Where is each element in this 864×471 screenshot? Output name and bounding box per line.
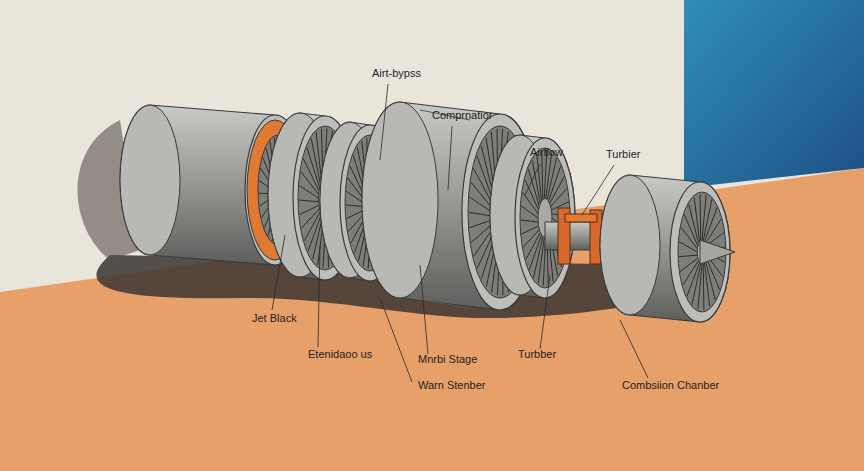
engine-casing [490, 135, 575, 298]
casing-rim [362, 102, 438, 298]
part-label: Comprnatior [432, 109, 493, 122]
casing-rim [120, 105, 180, 255]
part-label: Combsiion Chanber [622, 379, 719, 392]
casing-seam [420, 110, 470, 308]
part-label: Mnrbi Stage [418, 353, 477, 366]
part-label: Airflow [530, 146, 563, 159]
part-label: Airt-bypss [372, 67, 421, 80]
orange-bracket [565, 214, 597, 222]
fan-blades [521, 150, 569, 285]
part-label: Etenidaoo us [308, 348, 372, 361]
part-label: Turbier [606, 148, 640, 161]
part-label: Turbber [518, 348, 556, 361]
part-label: Jet Black [252, 312, 297, 325]
blue-panel [684, 0, 864, 188]
exhaust-cone [700, 240, 735, 264]
casing-rim [600, 175, 660, 315]
leader-lines [272, 84, 648, 382]
part-label: Warn Stenber [418, 379, 485, 392]
engine-parts [120, 102, 735, 322]
fan-disc [520, 148, 570, 288]
